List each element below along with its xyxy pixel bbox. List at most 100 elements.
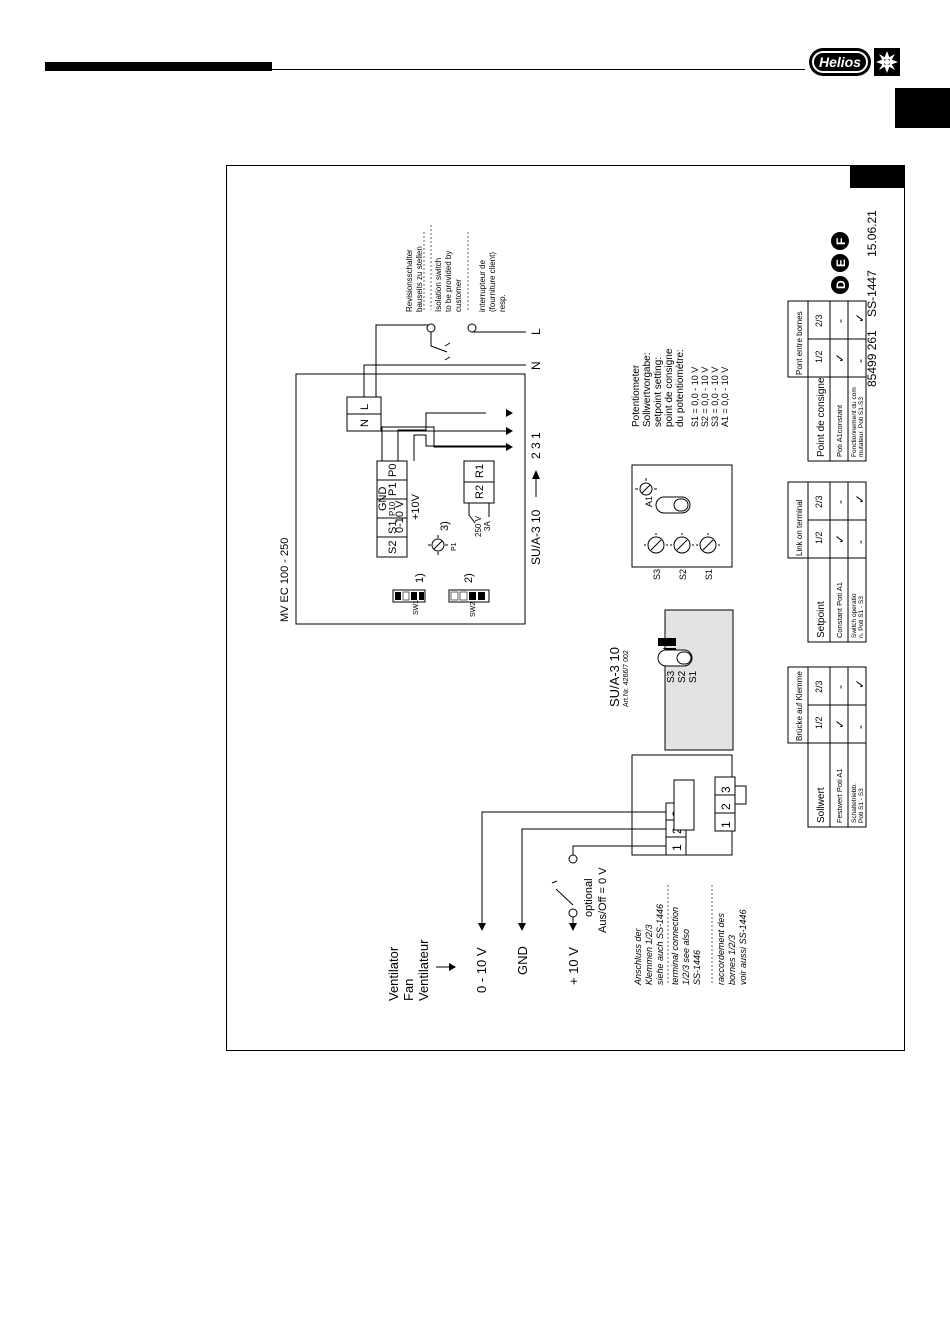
fan-output-10v: + 10 V <box>566 947 581 985</box>
sua-slider-switch[interactable] <box>657 649 693 667</box>
diagram-frame <box>226 165 905 1051</box>
svg-text:customer: customer <box>454 279 463 312</box>
table-row1-23: - <box>833 500 847 504</box>
svg-text:Fan: Fan <box>401 979 416 1001</box>
mains-wiring <box>363 323 526 397</box>
control-wire-lines <box>381 427 508 432</box>
terminal-p0: P0 <box>387 464 399 477</box>
table-col-12: 1/2 <box>814 716 824 729</box>
label-10v: +10V <box>410 493 422 520</box>
pot-module-box <box>631 464 733 568</box>
table-row1-23: - <box>833 319 847 323</box>
connection-note: Anschluss der Klemmen 1/2/3 siehe auch S… <box>633 904 748 986</box>
terminal-r2: R2 <box>474 485 486 499</box>
svg-text:terminal connection: terminal connection <box>670 907 680 985</box>
potentiometer-text: Potentiometer Sollwertvorgabe: setpoint … <box>631 348 730 427</box>
pot-p1-label: P1 <box>451 542 458 551</box>
table-row2-12: - <box>853 725 867 729</box>
terminal-relay-block: R1 R2 <box>463 460 495 504</box>
table-row1-12: ✓ <box>833 353 847 363</box>
table-header: Pont entre bornes <box>795 311 804 375</box>
table-row1-12: ✓ <box>833 719 847 729</box>
wiring-diagram: MV EC 100 - 250 N L P0 P1 P10 S1 S2 R1 R… <box>279 210 879 1001</box>
table-row2-label-cont: n. Poti S1 - S3 <box>858 596 865 638</box>
terminal-l-label: L <box>359 404 371 410</box>
chapter-tab <box>895 88 950 128</box>
pot-p1-icon <box>428 535 448 555</box>
pot-s2-icon <box>670 533 694 554</box>
table-row2-23: ✓ <box>853 494 867 504</box>
note-2: 2) <box>463 573 475 583</box>
table-row2-label-cont: Poti S1 - S3 <box>858 788 865 823</box>
sua-arrow <box>532 470 540 497</box>
optional-off-label: Aus/Off = 0 V <box>597 867 609 933</box>
note-1: 1) <box>414 573 426 583</box>
pot-slider-switch[interactable] <box>655 496 691 514</box>
device-title: MV EC 100 - 250 <box>279 538 291 622</box>
fan-labels: Ventilator Fan Ventilateur <box>386 939 431 1001</box>
svg-text:S3 = 0,0 - 10 V: S3 = 0,0 - 10 V <box>710 367 720 427</box>
sua-pos-s2: S2 <box>677 670 688 683</box>
device-box <box>295 373 526 625</box>
table-row1-12: ✓ <box>833 534 847 544</box>
svg-text:1/2/3 see also: 1/2/3 see also <box>681 929 691 985</box>
table-row1-label: Festwert Poti A1 <box>835 768 844 823</box>
table-row2-23: ✓ <box>853 679 867 689</box>
frame-corner-tab <box>850 165 905 188</box>
svg-text:interrupteur de: interrupteur de <box>478 259 487 312</box>
svg-text:resp.: resp. <box>498 294 507 312</box>
table-row2-label: Switch operatio <box>851 593 858 638</box>
line-l-label: L <box>529 328 543 335</box>
svg-text:SS-1446: SS-1446 <box>692 950 702 985</box>
svg-text:Sollwertvorgabe:: Sollwertvorgabe: <box>642 353 653 427</box>
table-row1-23: - <box>833 685 847 689</box>
svg-text:Revisionsschalter: Revisionsschalter <box>405 249 414 312</box>
dip-switch-sw1 <box>392 589 426 603</box>
table-col-23: 2/3 <box>814 680 824 693</box>
knob-s2-label: S2 <box>678 569 688 580</box>
sua-unit-title: SU/A-3 10 <box>607 647 622 707</box>
lang-badge-f <box>831 232 849 250</box>
table-col-12: 1/2 <box>814 350 824 363</box>
sua-art-number: Art.Nr. 4266/7 002 <box>623 650 630 707</box>
table-row2-label: Fonctionnement du com <box>851 387 858 457</box>
svg-text:voir aussi SS-1446: voir aussi SS-1446 <box>738 909 748 985</box>
fan-terminal-block-right <box>673 779 695 831</box>
terminal-n-l: N L <box>346 396 382 432</box>
svg-text:F: F <box>834 238 848 245</box>
lang-badge-d <box>831 276 849 294</box>
svg-text:Potentiometer: Potentiometer <box>631 364 642 427</box>
knob-s1-label: S1 <box>704 569 714 580</box>
terminal-p10: P10 <box>388 501 397 516</box>
sua-arrow-label: SU/A-3 10 <box>529 509 543 565</box>
svg-text:2: 2 <box>719 803 733 810</box>
svg-text:point de consigne: point de consigne <box>664 348 675 427</box>
dip-switch-sw2 <box>448 589 490 603</box>
helios-logo: Helios <box>809 48 900 76</box>
svg-text:du potentiomètre:: du potentiomètre: <box>675 349 686 427</box>
pot-a1-icon <box>635 478 657 496</box>
table-col-setpoint: Setpoint <box>816 601 827 638</box>
pot-s1-icon <box>696 533 720 554</box>
table-col-12: 1/2 <box>814 531 824 544</box>
pot-s3-icon <box>644 533 668 554</box>
terminal-control-block: P0 P1 P10 S1 S2 <box>376 460 408 558</box>
sua-pos-s1: S1 <box>688 670 699 683</box>
svg-text:1: 1 <box>670 844 684 851</box>
svg-text:Isolation switch: Isolation switch <box>434 258 443 312</box>
fan-terminal-block-jumper: 3 2 1 <box>714 776 747 832</box>
svg-text:Ventilateur: Ventilateur <box>416 939 431 1001</box>
svg-text:A1 = 0,0 - 10 V: A1 = 0,0 - 10 V <box>720 367 730 427</box>
logo-text: Helios <box>819 54 861 70</box>
table-row1-label: Constant Poti A1 <box>835 582 844 638</box>
svg-text:setpoint setting:: setpoint setting: <box>653 357 664 427</box>
fan-logo-icon <box>876 51 898 73</box>
language-badges: D E F <box>831 232 849 294</box>
knob-s3-label: S3 <box>652 569 662 580</box>
terminal-s1: S1 <box>387 521 399 534</box>
lang-badge-e <box>831 254 849 272</box>
svg-text:bornes 1/2/3: bornes 1/2/3 <box>727 935 737 985</box>
terminal-r1: R1 <box>474 464 486 478</box>
fan-arrow <box>436 963 456 971</box>
table-row2-label: Schaltetriebb. <box>851 783 858 823</box>
